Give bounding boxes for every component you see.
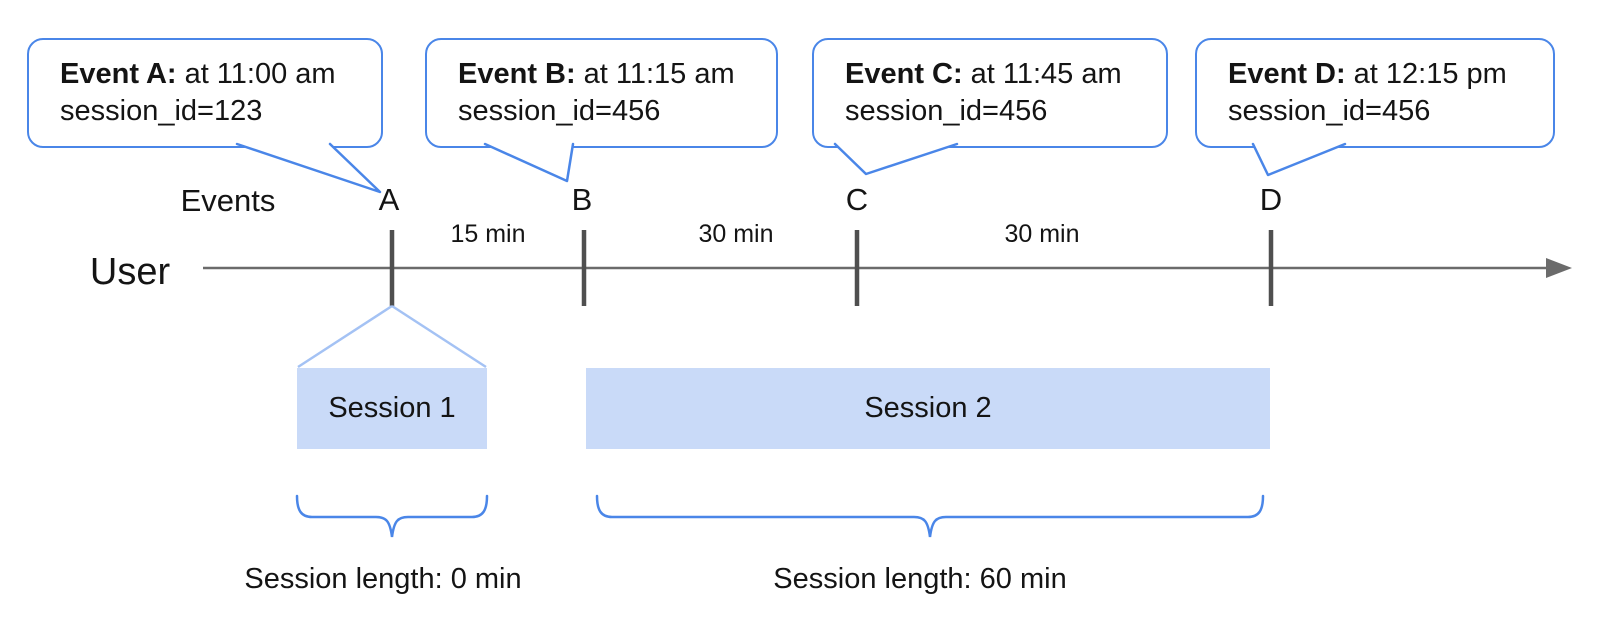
- event-d-time: at 12:15 pm: [1353, 58, 1507, 90]
- event-c-time: at 11:45 am: [970, 58, 1122, 90]
- event-b-title: Event B:: [458, 58, 576, 90]
- event-b-bubble-tail: [483, 142, 575, 183]
- event-c-bubble-tail: [833, 142, 959, 176]
- session-1-label: Session 1: [328, 392, 456, 424]
- session-1-length-label: Session length: 0 min: [244, 563, 522, 595]
- event-marker-d: D: [1259, 182, 1283, 217]
- event-a-title: Event A:: [60, 58, 177, 90]
- event-b-session-id: session_id=456: [458, 95, 661, 127]
- session-2-brace: [595, 494, 1265, 538]
- session-2-label: Session 2: [864, 392, 992, 424]
- event-a-bubble: Event A:at 11:00 am session_id=123: [27, 38, 383, 148]
- event-d-bubble: Event D:at 12:15 pm session_id=456: [1195, 38, 1555, 148]
- session-2-box: Session 2: [586, 368, 1270, 449]
- session-1-funnel-line-right: [391, 304, 487, 369]
- event-d-title: Event D:: [1228, 58, 1346, 90]
- timeline-arrowhead-icon: [1546, 258, 1572, 278]
- event-c-bubble: Event C:at 11:45 am session_id=456: [812, 38, 1168, 148]
- interval-label-b-c: 30 min: [698, 220, 774, 248]
- session-1-box: Session 1: [297, 368, 487, 449]
- event-a-time: at 11:00 am: [184, 58, 336, 90]
- event-c-bubble-line1: Event C:at 11:45 am: [845, 56, 1166, 93]
- event-b-bubble-line1: Event B:at 11:15 am: [458, 56, 776, 93]
- event-b-bubble: Event B:at 11:15 am session_id=456: [425, 38, 778, 148]
- event-c-title: Event C:: [845, 58, 963, 90]
- event-b-time: at 11:15 am: [583, 58, 735, 90]
- session-1-funnel-line-left: [297, 304, 393, 369]
- events-row-label: Events: [180, 183, 276, 218]
- interval-label-a-b: 15 min: [450, 220, 526, 248]
- user-row-label: User: [89, 251, 171, 293]
- event-d-session-id: session_id=456: [1228, 95, 1431, 127]
- event-d-bubble-tail: [1251, 142, 1347, 177]
- session-2-length-label: Session length: 60 min: [773, 563, 1067, 595]
- event-a-bubble-line1: Event A:at 11:00 am: [60, 56, 381, 93]
- event-c-session-id: session_id=456: [845, 95, 1048, 127]
- session-1-brace: [295, 494, 489, 538]
- event-d-bubble-line1: Event D:at 12:15 pm: [1228, 56, 1553, 93]
- event-marker-b: B: [571, 182, 593, 217]
- interval-label-c-d: 30 min: [1004, 220, 1080, 248]
- event-marker-a: A: [378, 182, 400, 217]
- event-a-session-id: session_id=123: [60, 95, 263, 127]
- event-marker-c: C: [845, 182, 869, 217]
